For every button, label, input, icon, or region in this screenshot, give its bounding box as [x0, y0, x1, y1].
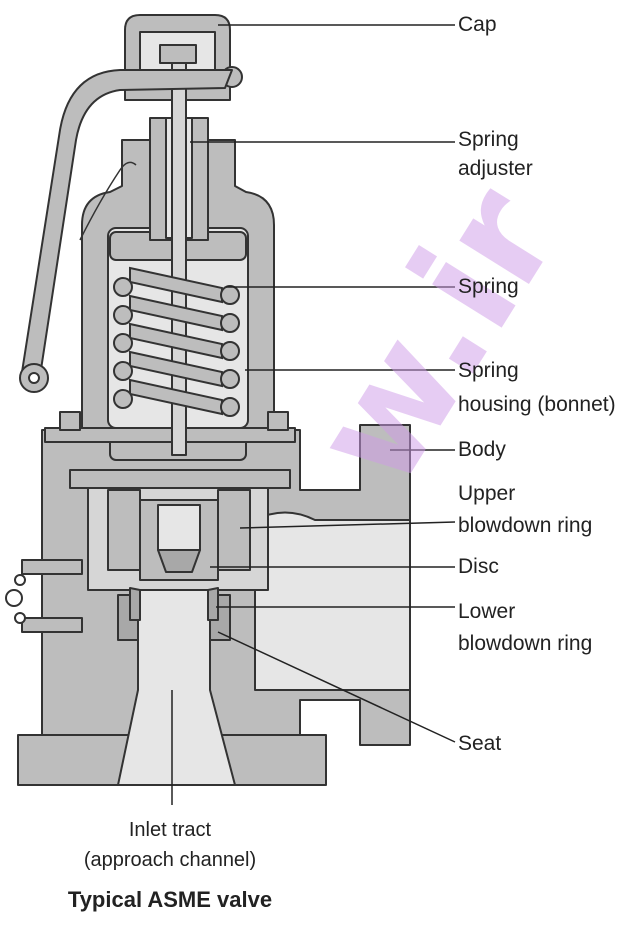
label-disc: Disc [458, 555, 499, 578]
label-lower-blowdown-ring-line1: Lower [458, 600, 516, 623]
leader-upper-blowdown-ring [239, 521, 456, 529]
label-seat: Seat [458, 732, 502, 755]
label-upper-blowdown-ring-line1: Upper [458, 482, 516, 505]
label-spring: Spring [458, 275, 519, 298]
guide-plate [69, 469, 291, 489]
label-inlet-tract-line1: Inlet tract [128, 819, 212, 841]
leader-seat [217, 631, 456, 743]
label-spring-housing-line2: housing (bonnet) [458, 393, 616, 416]
label-spring-housing-line1: Spring [458, 359, 519, 382]
label-spring-adjuster-line1: Spring [458, 128, 519, 151]
seat [129, 587, 219, 621]
figure-caption: Typical ASME valve [67, 887, 273, 912]
label-cap: Cap [458, 13, 497, 36]
outlet-channel [254, 511, 411, 691]
label-upper-blowdown-ring-line2: blowdown ring [458, 514, 593, 537]
label-body: Body [458, 438, 506, 461]
spring [113, 266, 240, 417]
label-lower-blowdown-ring-line2: blowdown ring [458, 632, 593, 655]
upper-blowdown-ring [107, 489, 141, 571]
label-inlet-tract-line2: (approach channel) [83, 849, 257, 871]
label-spring-adjuster-line2: adjuster [458, 157, 533, 180]
bonnet-flange [44, 427, 296, 443]
